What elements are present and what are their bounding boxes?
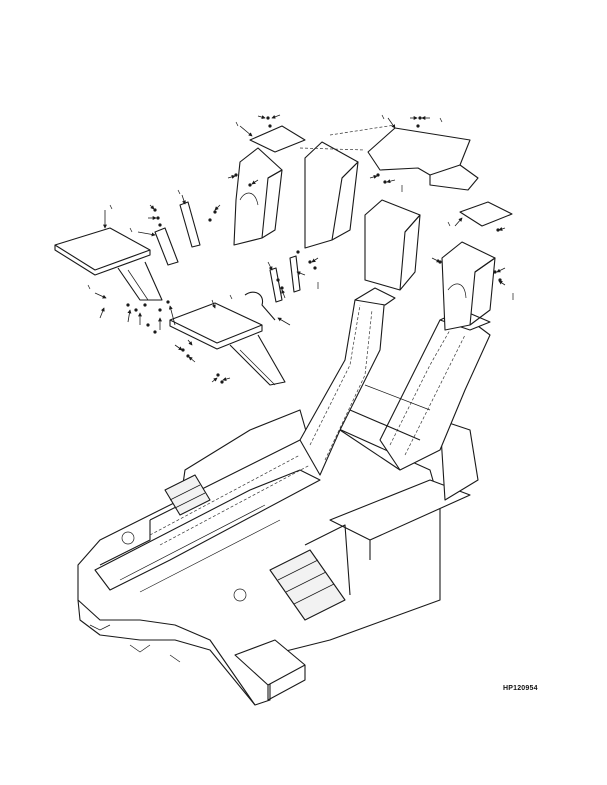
top-panels bbox=[249, 124, 513, 227]
callout-ticks bbox=[87, 114, 514, 300]
seat-cushions bbox=[233, 141, 496, 331]
platforms bbox=[54, 201, 301, 386]
drawing-number: HP120954 bbox=[503, 685, 538, 692]
leader-arrows bbox=[94, 114, 506, 383]
chassis-frame bbox=[77, 409, 479, 706]
